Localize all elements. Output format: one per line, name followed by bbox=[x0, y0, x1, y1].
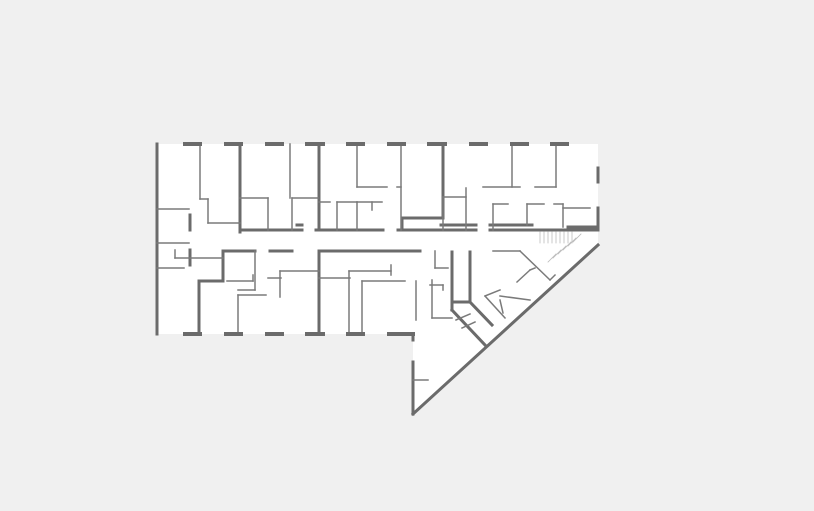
thin-walls bbox=[156, 143, 591, 381]
interior-wall bbox=[515, 268, 532, 284]
stair-tread bbox=[547, 253, 557, 263]
interior-wall bbox=[455, 313, 471, 321]
interior-wall bbox=[499, 295, 531, 301]
stair-tread bbox=[552, 249, 562, 259]
wall bbox=[410, 242, 601, 417]
staircase bbox=[539, 231, 582, 263]
interior-wall bbox=[484, 289, 501, 297]
interior-wall bbox=[529, 267, 536, 271]
stair-tread bbox=[557, 245, 567, 255]
thick-walls bbox=[155, 142, 601, 417]
wall bbox=[467, 299, 495, 328]
interior-wall bbox=[483, 294, 507, 320]
stair-tread bbox=[567, 237, 577, 247]
interior-wall bbox=[548, 273, 557, 282]
interior-wall bbox=[499, 299, 504, 314]
interior-wall bbox=[518, 249, 552, 282]
wall-segments bbox=[183, 142, 569, 336]
interior-wall bbox=[461, 321, 476, 329]
stair-tread bbox=[562, 241, 572, 251]
stair-tread bbox=[572, 233, 582, 243]
wall bbox=[449, 307, 488, 348]
